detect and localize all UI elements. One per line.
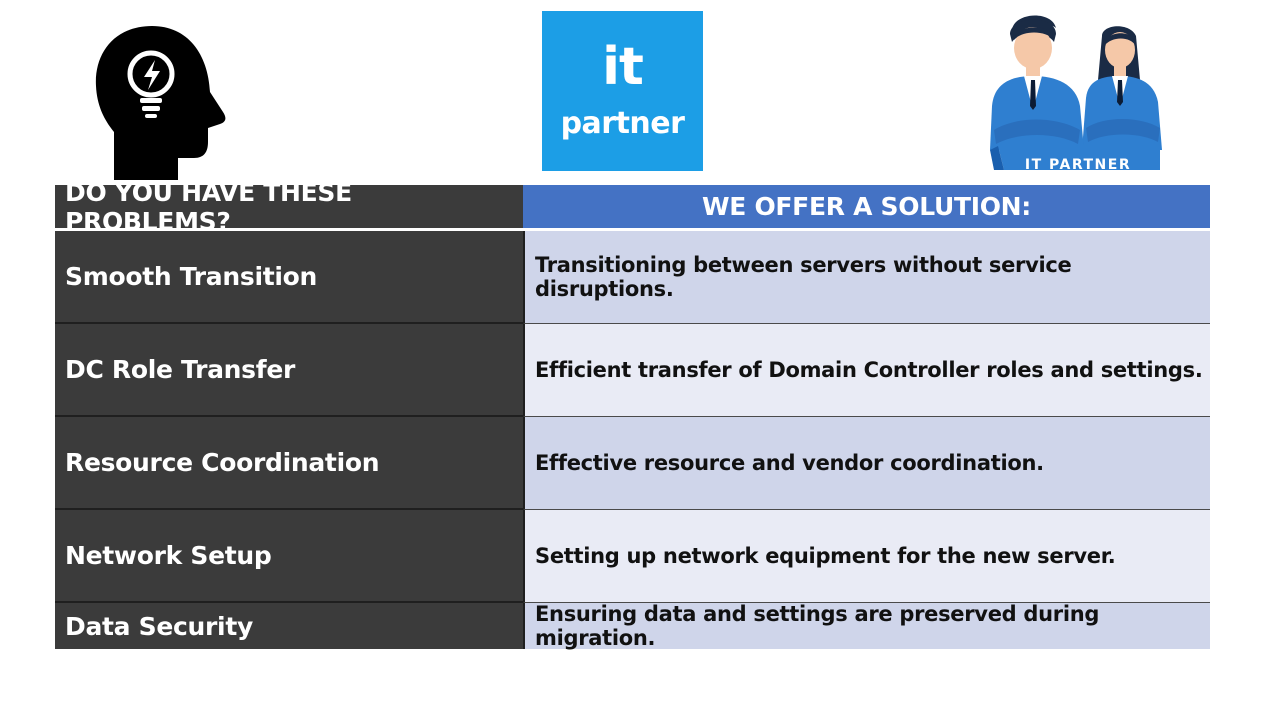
header-solution: WE OFFER A SOLUTION: <box>523 185 1210 231</box>
head-lightbulb-icon <box>94 24 228 184</box>
table-row: DC Role Transfer Efficient transfer of D… <box>55 324 1210 417</box>
problem-cell: DC Role Transfer <box>55 324 523 417</box>
table-row: Data Security Ensuring data and settings… <box>55 602 1210 650</box>
problems-solutions-table: DO YOU HAVE THESE PROBLEMS? WE OFFER A S… <box>55 178 1210 650</box>
solution-cell: Transitioning between servers without se… <box>523 231 1210 324</box>
table-row: Network Setup Setting up network equipme… <box>55 510 1210 603</box>
problem-cell: Resource Coordination <box>55 417 523 510</box>
table-row: Smooth Transition Transitioning between … <box>55 231 1210 324</box>
solution-cell: Effective resource and vendor coordinati… <box>523 417 1210 510</box>
badge-label: IT PARTNER <box>1024 157 1132 173</box>
business-people-illustration: IT PARTNER <box>990 10 1170 180</box>
logo-line-it: it <box>602 37 644 97</box>
table-header-row: DO YOU HAVE THESE PROBLEMS? WE OFFER A S… <box>55 178 1210 236</box>
problem-cell: Data Security <box>55 603 523 649</box>
solution-cell: Ensuring data and settings are preserved… <box>523 602 1210 650</box>
table-row: Resource Coordination Effective resource… <box>55 417 1210 510</box>
logo-line-partner: partner <box>560 106 685 141</box>
header-problems: DO YOU HAVE THESE PROBLEMS? <box>55 178 523 236</box>
it-partner-logo: it partner <box>542 11 703 171</box>
problem-cell: Smooth Transition <box>55 231 523 324</box>
solution-cell: Setting up network equipment for the new… <box>523 510 1210 603</box>
solution-cell: Efficient transfer of Domain Controller … <box>523 324 1210 417</box>
problem-cell: Network Setup <box>55 510 523 603</box>
